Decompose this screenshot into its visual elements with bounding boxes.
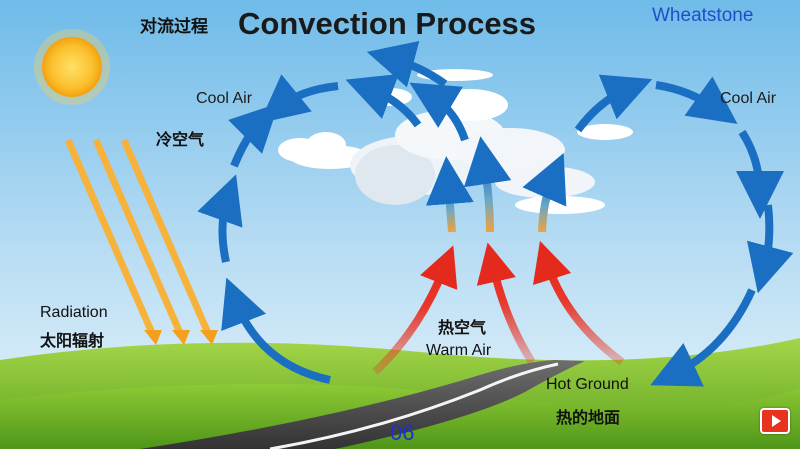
warm-air-label: Warm Air — [426, 342, 492, 359]
warm-air-arrows — [372, 240, 625, 375]
rising-air-upper-arrows — [425, 136, 567, 233]
video-play-icon[interactable] — [760, 408, 790, 434]
hot-air-chinese-label: 热空气 — [438, 318, 487, 337]
page-number: 06 — [390, 420, 415, 445]
radiation-chinese-label: 太阳辐射 — [40, 331, 105, 350]
sun-icon — [34, 29, 110, 105]
left-convection-loop — [197, 74, 339, 384]
hot-ground-label: Hot Ground — [546, 376, 629, 393]
cool-air-left-label: Cool Air — [196, 90, 253, 107]
brand-label: Wheatstone — [652, 5, 754, 26]
cloud-outflow-arrows — [345, 40, 469, 142]
road-icon — [140, 360, 585, 449]
page-title: Convection Process — [238, 6, 537, 41]
radiation-arrows — [64, 138, 218, 345]
right-convection-loop — [574, 74, 794, 387]
road-centerline — [269, 362, 559, 449]
cool-air-right-label: Cool Air — [720, 90, 777, 107]
hot-ground-chinese-label: 热的地面 — [556, 408, 621, 427]
radiation-label: Radiation — [40, 304, 108, 321]
cold-air-chinese-label: 冷空气 — [156, 130, 205, 149]
title-chinese: 对流过程 — [140, 17, 208, 37]
